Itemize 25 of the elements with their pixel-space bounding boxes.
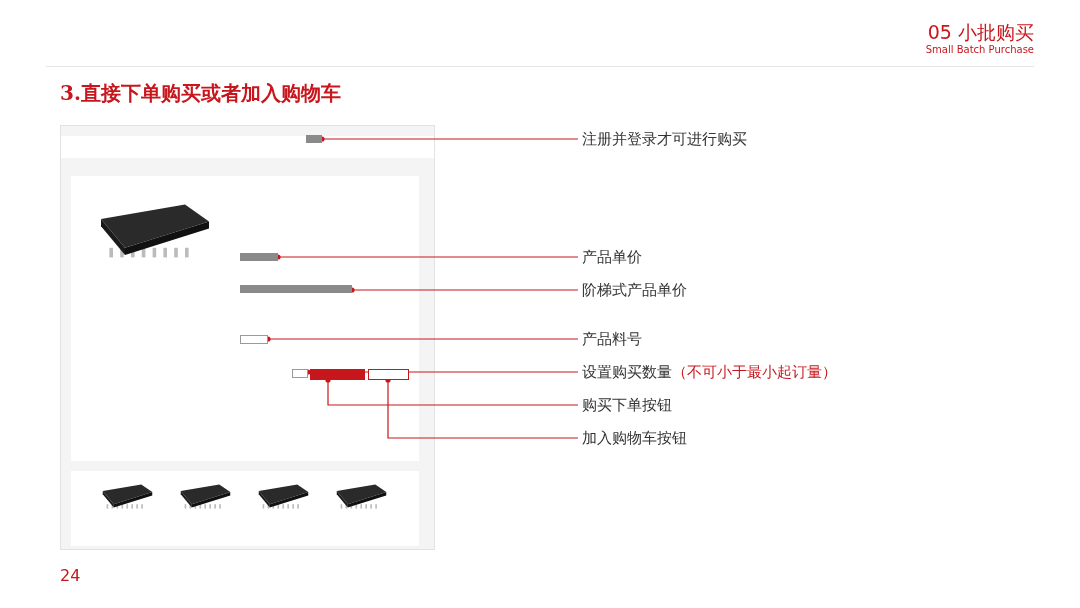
section-subtitle: Small Batch Purchase bbox=[925, 44, 1034, 55]
callout-text: 加入购物车按钮 bbox=[582, 428, 687, 448]
section-number: 05 小批购买 bbox=[927, 20, 1034, 45]
callout-text: 购买下单按钮 bbox=[582, 395, 672, 415]
leader-line bbox=[275, 254, 579, 260]
outlined-button bbox=[368, 369, 409, 380]
price-bar bbox=[240, 253, 278, 261]
price-table-bar bbox=[240, 285, 352, 293]
part-number-box bbox=[240, 335, 268, 344]
callout-text: 产品料号 bbox=[582, 329, 642, 349]
page-number: 24 bbox=[60, 566, 81, 585]
callout-text: 设置购买数量 bbox=[582, 362, 672, 382]
leader-line bbox=[319, 136, 579, 142]
leader-line bbox=[325, 377, 579, 406]
leader-line bbox=[265, 336, 579, 342]
leader-line bbox=[349, 287, 579, 293]
callout-text: 产品单价 bbox=[582, 247, 642, 267]
callout-text: 阶梯式产品单价 bbox=[582, 280, 687, 300]
callout-text: 注册并登录才可进行购买 bbox=[582, 129, 747, 149]
primary-button bbox=[310, 369, 365, 380]
quantity-field bbox=[292, 369, 308, 378]
callout-note: （不可小于最小起订量） bbox=[672, 362, 837, 382]
login-link-bar bbox=[306, 135, 322, 143]
leader-line bbox=[385, 377, 579, 439]
slide-title: 3.直接下单购买或者加入购物车 bbox=[60, 80, 341, 107]
